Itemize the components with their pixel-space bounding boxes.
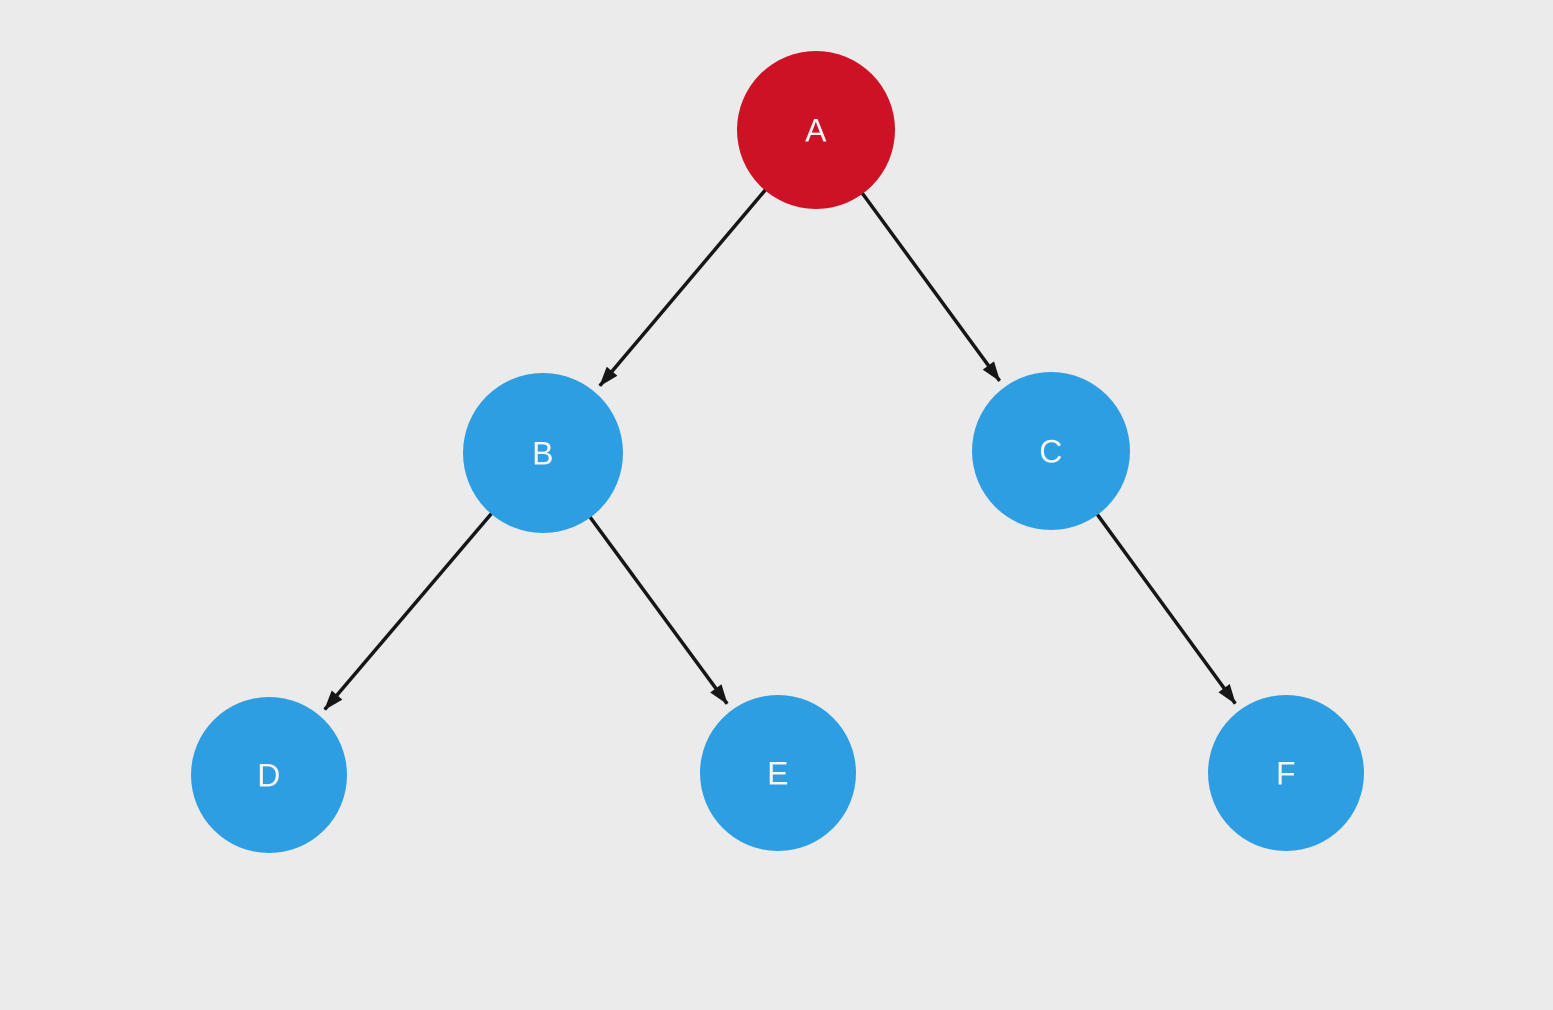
edge-B-E (587, 514, 729, 705)
edge-C-F (1094, 512, 1237, 705)
node-B: B (463, 373, 623, 533)
edge-B-D (323, 511, 494, 711)
edge-A-C (860, 191, 1002, 382)
node-D-label: D (257, 758, 281, 794)
node-C: C (972, 372, 1130, 530)
node-E-circle (700, 695, 856, 851)
node-A-circle (737, 51, 895, 209)
node-F: F (1208, 695, 1364, 851)
node-F-circle (1208, 695, 1364, 851)
node-D: D (191, 697, 347, 853)
node-D-circle (191, 697, 347, 853)
node-E: E (700, 695, 856, 851)
node-A-label: A (805, 113, 827, 149)
node-C-circle (972, 372, 1130, 530)
node-F-label: F (1276, 756, 1296, 792)
node-B-label: B (532, 436, 554, 472)
node-A: A (737, 51, 895, 209)
node-C-label: C (1039, 434, 1063, 470)
edge-A-B (598, 187, 768, 387)
node-B-circle (463, 373, 623, 533)
node-E-label: E (767, 756, 789, 792)
